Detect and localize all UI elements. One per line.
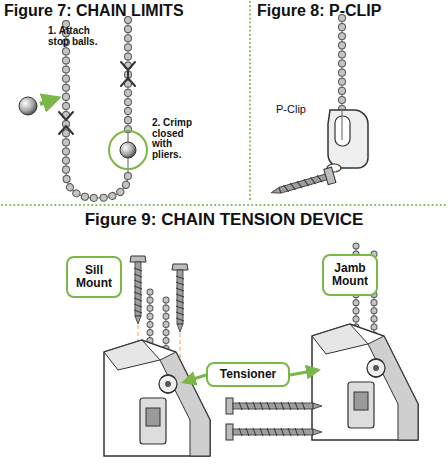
clip-screw	[279, 174, 327, 193]
callout-box: Tensioner	[206, 362, 290, 387]
mount-screw	[130, 256, 146, 324]
callout-box: Jamb Mount	[322, 254, 378, 296]
mount-screw	[226, 398, 322, 414]
p-clip	[341, 110, 342, 140]
tension-device	[312, 324, 418, 440]
ball-chain	[66, 24, 128, 198]
clip-screw	[270, 187, 280, 195]
panel-divider	[2, 204, 446, 206]
open-stop-ball	[121, 74, 135, 86]
mount-screw	[226, 424, 322, 440]
callout-label: Jamb Mount	[324, 262, 376, 288]
ball-chain	[66, 18, 374, 356]
stop-ball	[40, 98, 58, 104]
callout-box: Sill Mount	[66, 256, 122, 298]
step-note: 2. Crimp closed with pliers.	[152, 118, 202, 160]
clip-screw	[284, 175, 323, 193]
ball-chain	[339, 18, 345, 118]
mount-screw	[130, 256, 322, 440]
crimp-highlight	[120, 142, 136, 158]
ball-chain	[66, 24, 128, 198]
clip-screw	[269, 167, 338, 200]
figure-title: Figure 9: CHAIN TENSION DEVICE	[0, 211, 448, 229]
stop-ball	[19, 97, 37, 115]
tension-device	[104, 324, 418, 456]
tension-device	[104, 340, 210, 456]
stop-ball	[19, 97, 58, 115]
p-clip	[327, 110, 368, 172]
open-stop-ball	[121, 62, 135, 74]
callout-label: Tensioner	[220, 368, 276, 381]
panel-divider	[2, 2, 446, 205]
crimp-highlight	[109, 131, 147, 169]
figure-title: Figure 7: CHAIN LIMITS	[4, 3, 248, 20]
clip-screw	[269, 167, 336, 200]
open-stop-ball	[59, 126, 73, 134]
p-clip	[328, 110, 368, 168]
mount-screw	[172, 264, 188, 332]
ball-chain	[341, 18, 342, 118]
part-name: P-Clip	[276, 104, 326, 116]
open-stop-ball	[59, 112, 73, 120]
callout-label: Sill Mount	[68, 264, 120, 290]
ball-chain	[338, 18, 346, 118]
step-note: 1. Attach stop balls.	[48, 26, 110, 47]
ball-chain	[66, 24, 128, 198]
panel-divider	[249, 2, 251, 200]
figure-title: Figure 8: P-CLIP	[257, 3, 445, 20]
open-stop-ball	[59, 62, 135, 134]
tensioner-pointer	[184, 375, 206, 382]
crimp-highlight	[109, 131, 147, 169]
tensioner-pointer	[290, 370, 318, 375]
